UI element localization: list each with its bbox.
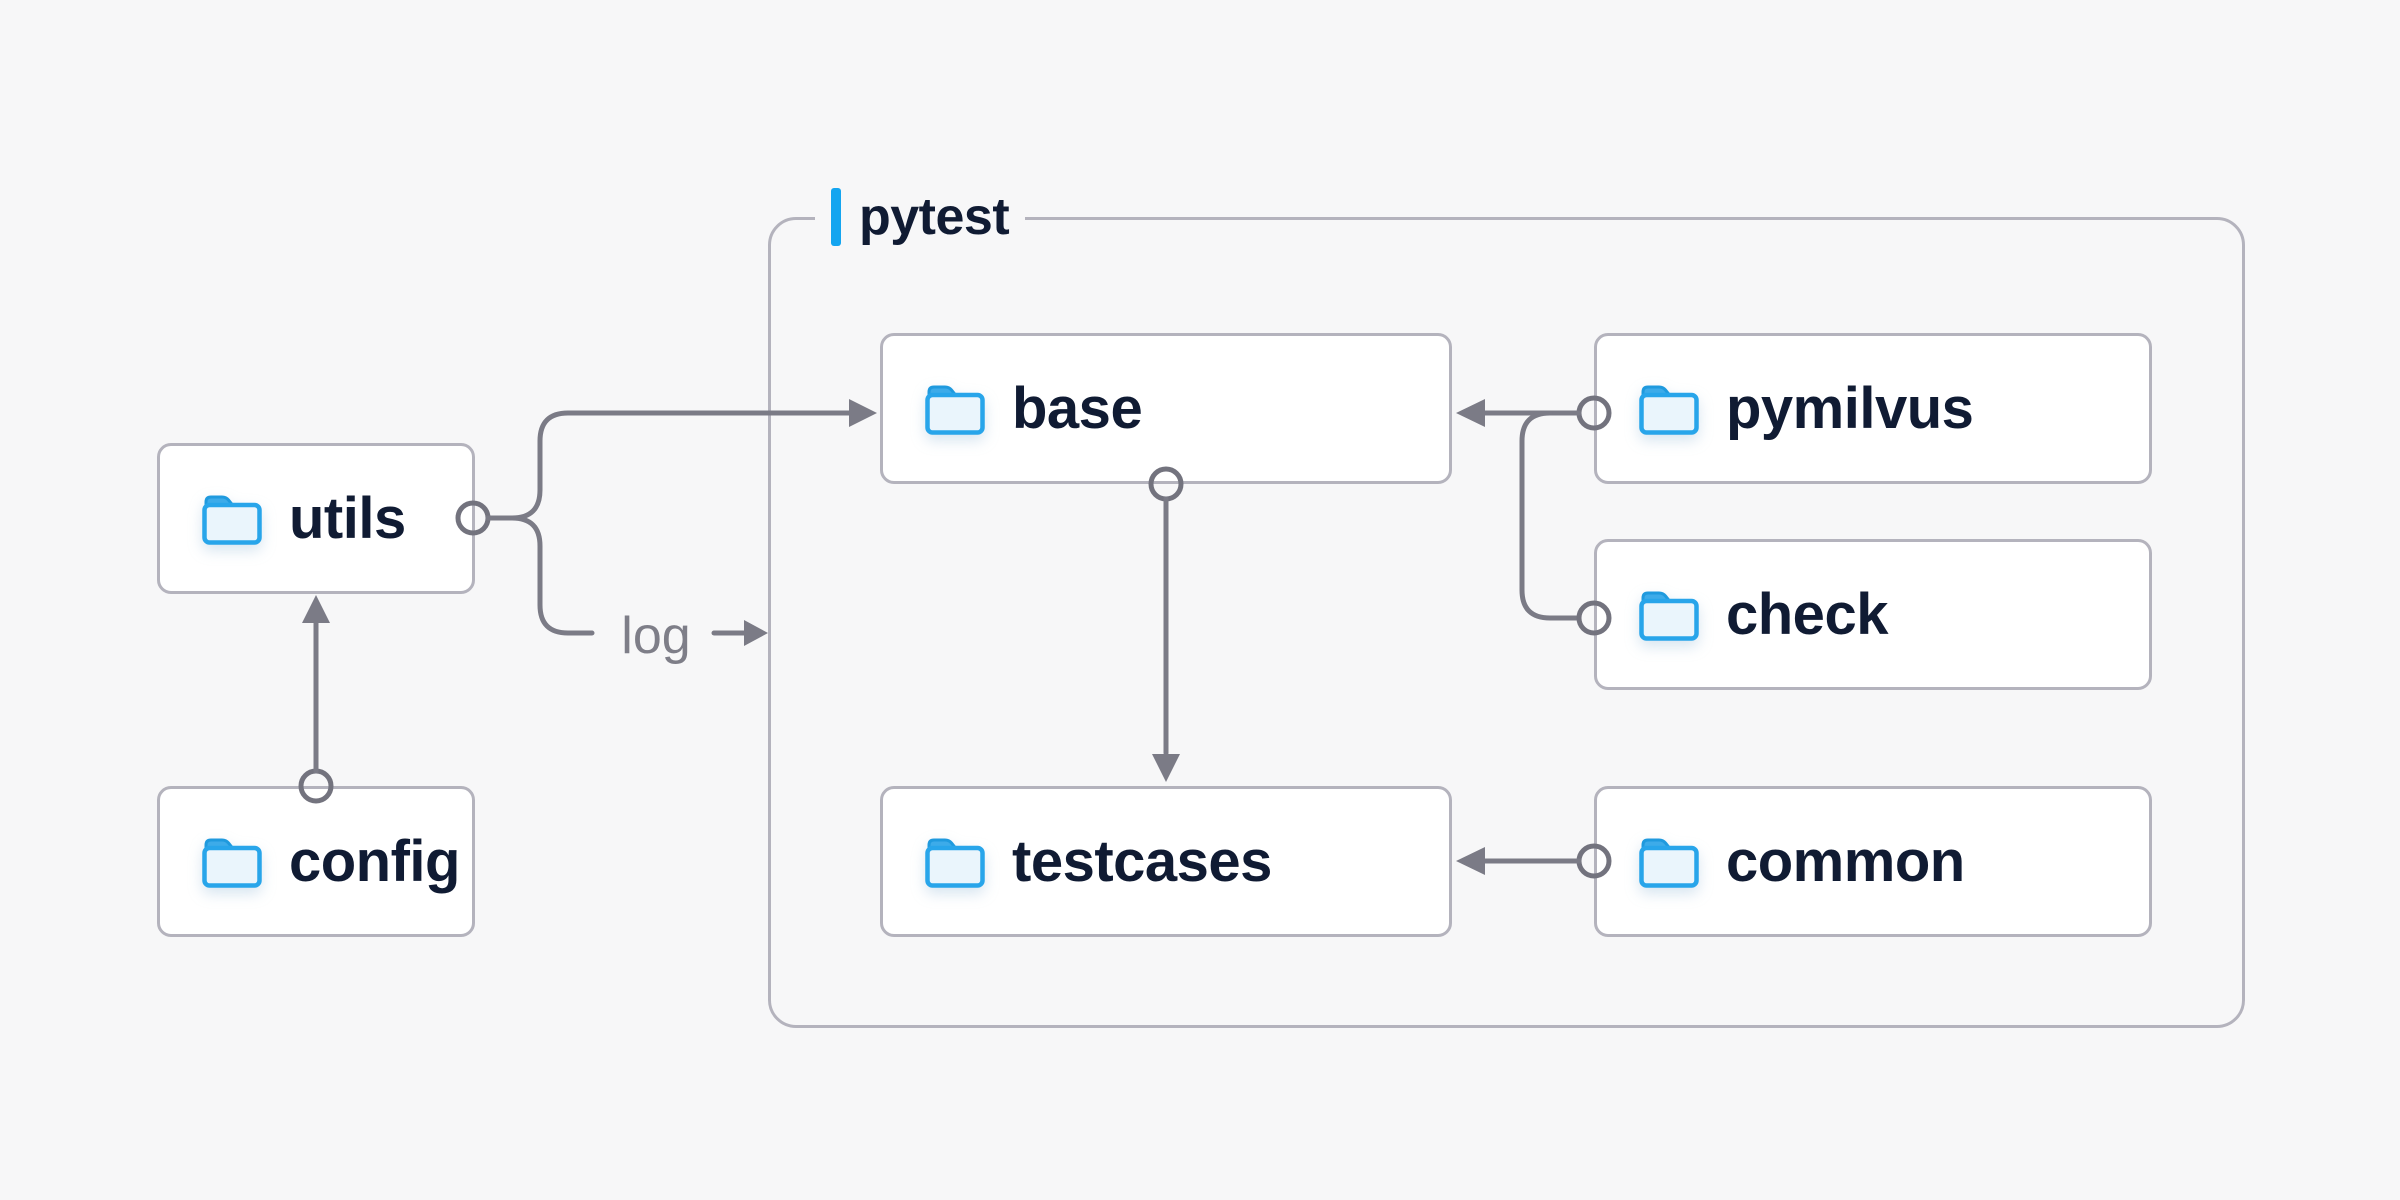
folder-icon (202, 495, 262, 545)
pytest-group-label: pytest (815, 187, 1026, 247)
folder-node-label: base (1012, 376, 1143, 441)
folder-icon (1639, 591, 1699, 641)
wire-to-log (509, 515, 595, 636)
folder-node-label: utils (289, 486, 406, 551)
folder-icon (1639, 385, 1699, 435)
folder-node-common: common (1594, 786, 2152, 937)
edge-label-log: log (621, 607, 691, 665)
folder-node-testcases: testcases (880, 786, 1452, 937)
accent-bar (831, 188, 841, 246)
folder-node-utils: utils (157, 443, 475, 594)
folder-node-label: testcases (1012, 829, 1272, 894)
folder-node-label: pymilvus (1726, 376, 1974, 441)
folder-icon (1639, 838, 1699, 888)
folder-icon (925, 838, 985, 888)
folder-node-config: config (157, 786, 475, 937)
pytest-group-title: pytest (859, 188, 1010, 246)
folder-node-check: check (1594, 539, 2152, 690)
folder-icon (202, 838, 262, 888)
folder-node-label: check (1726, 582, 1888, 647)
arrowhead-up (302, 595, 330, 623)
folder-node-label: common (1726, 829, 1965, 894)
pytest-group: pytest (768, 187, 2245, 1028)
edge-config-utils (298, 595, 334, 804)
folder-icon (925, 385, 985, 435)
folder-node-label: config (289, 829, 460, 894)
folder-node-pymilvus: pymilvus (1594, 333, 2152, 484)
log-arrowhead-right (744, 620, 768, 646)
folder-node-base: base (880, 333, 1452, 484)
